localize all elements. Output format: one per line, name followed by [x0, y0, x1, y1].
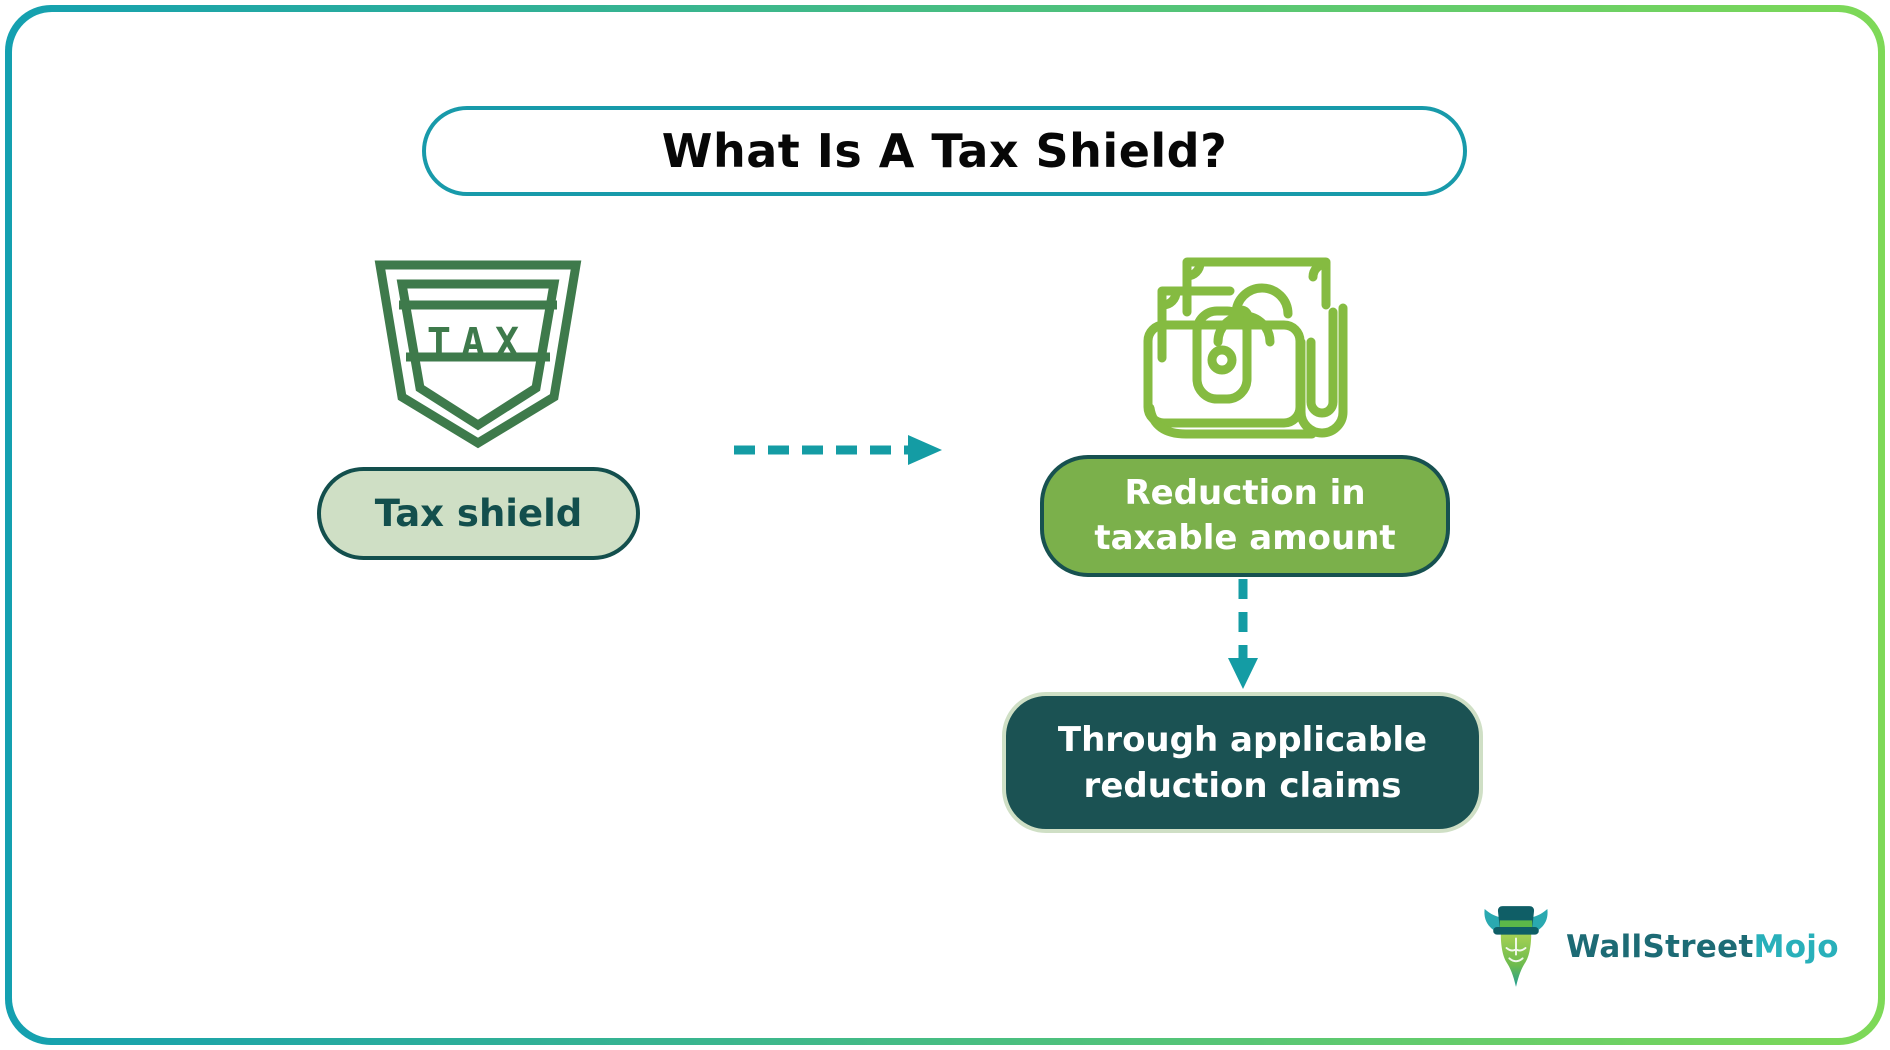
dashed-arrow-down-icon: [1228, 579, 1258, 689]
claims-label-line2: reduction claims: [1083, 765, 1402, 806]
logo-wordmark: WallStreetMojo: [1566, 929, 1839, 965]
reduction-label-line2: taxable amount: [1094, 518, 1396, 558]
dashed-arrow-right-icon: [734, 435, 942, 465]
wallet-money-icon: [1143, 257, 1348, 439]
tax-shield-icon: TAX: [374, 260, 582, 449]
tax-shield-node: Tax shield: [317, 467, 640, 560]
logo-text-mojo: Mojo: [1753, 929, 1839, 965]
page-title: What Is A Tax Shield?: [661, 124, 1228, 178]
tax-shield-label: Tax shield: [374, 492, 583, 535]
reduction-node: Reduction in taxable amount: [1040, 455, 1450, 577]
bull-mascot-icon: [1484, 906, 1548, 987]
claims-label-line1: Through applicable: [1057, 719, 1428, 760]
title-banner: What Is A Tax Shield?: [422, 106, 1467, 196]
shield-tax-label: TAX: [427, 320, 529, 366]
claims-node: Through applicable reduction claims: [1002, 692, 1483, 833]
reduction-label-line1: Reduction in: [1124, 473, 1366, 513]
logo-text-wallstreet: WallStreet: [1566, 929, 1754, 965]
brand-logo: WallStreetMojo: [1478, 903, 1839, 991]
